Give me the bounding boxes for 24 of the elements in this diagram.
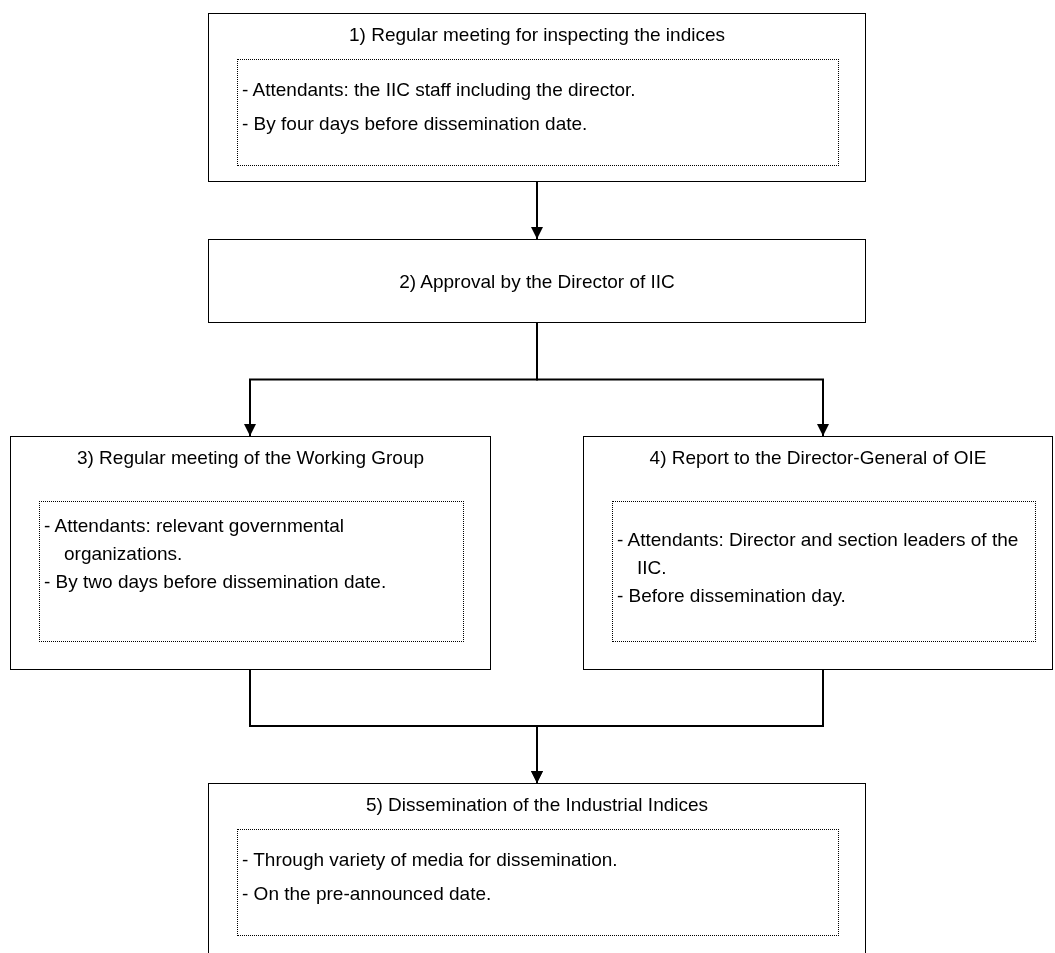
bullet-text: - Through variety of media for dissemination. xyxy=(241,848,619,872)
step-heading: 1) Regular meeting for inspecting the indices xyxy=(348,24,726,46)
details-box xyxy=(612,501,1036,642)
bullet-text: - Attendants: relevant governmental organizations. xyxy=(43,514,345,566)
bullet-text: - On the pre-announced date. xyxy=(241,882,493,906)
bullet-text: - Attendants: Director and section leaders of the IIC. xyxy=(616,528,1020,580)
bullet-text: - Before dissemination day. xyxy=(616,584,847,608)
details-box xyxy=(237,59,839,166)
arrow xyxy=(531,181,543,240)
process-box xyxy=(208,783,866,953)
step-heading: 3) Regular meeting of the Working Group xyxy=(75,447,426,469)
step-heading: 2) Approval by the Director of IIC xyxy=(398,271,676,293)
step-heading: 4) Report to the Director-General of OIE xyxy=(648,447,988,469)
process-box xyxy=(208,239,866,323)
process-box xyxy=(208,13,866,182)
bullet-text: - By four days before dissemination date. xyxy=(241,112,589,136)
process-box xyxy=(10,436,491,670)
bullet-text: - By two days before dissemination date. xyxy=(43,570,388,594)
process-box xyxy=(583,436,1053,670)
step-heading: 5) Dissemination of the Industrial Indices xyxy=(364,794,710,816)
arrow xyxy=(531,669,824,784)
details-box xyxy=(237,829,839,936)
details-box xyxy=(39,501,464,642)
bullet-text: - Attendants: the IIC staff including the director. xyxy=(241,78,637,102)
